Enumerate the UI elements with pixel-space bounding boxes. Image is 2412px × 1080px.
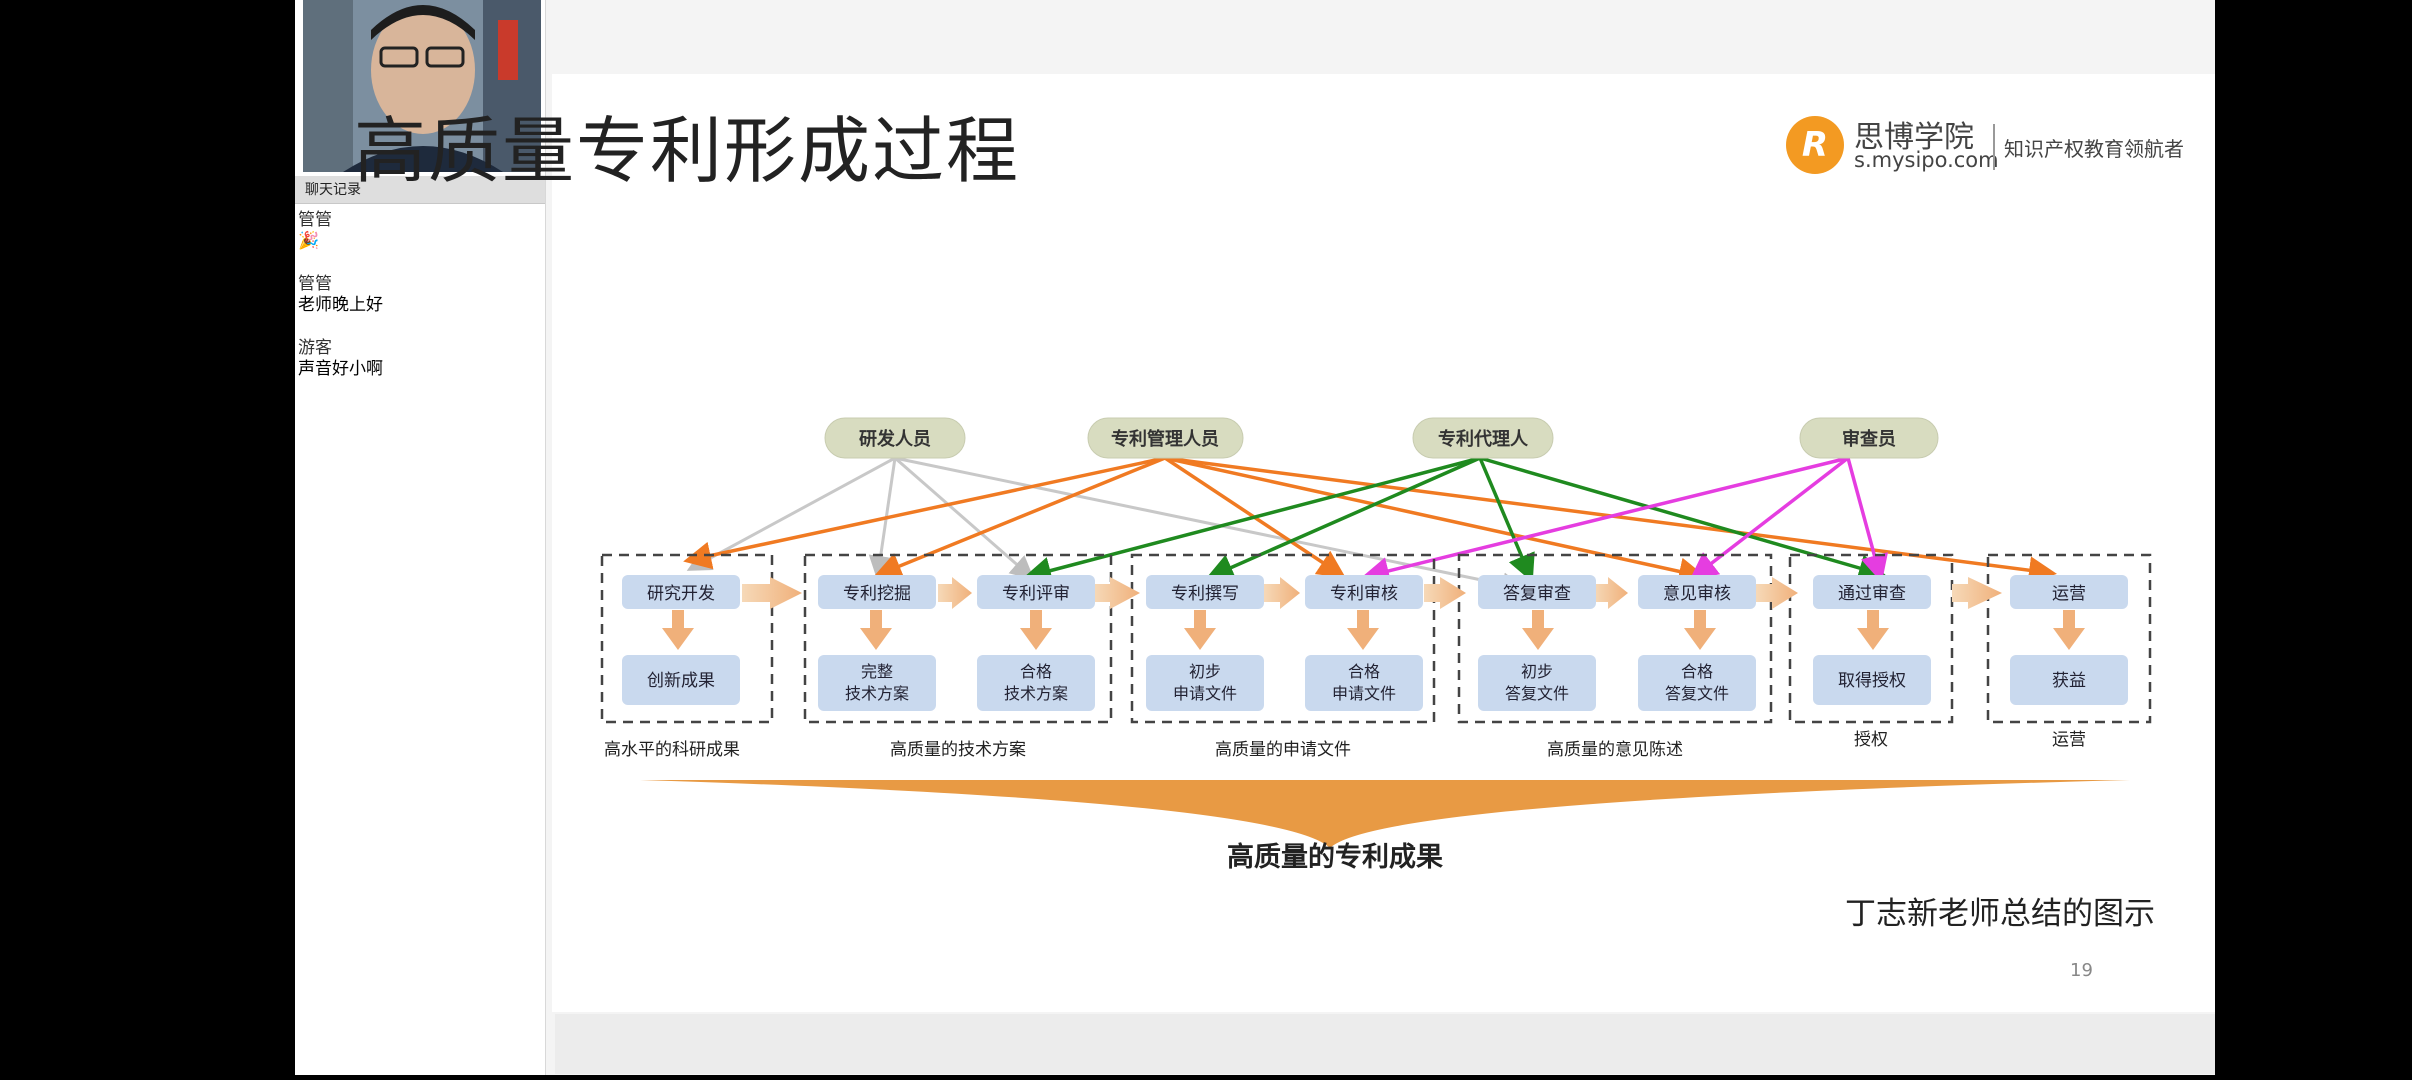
node-result: 完整 技术方案 bbox=[818, 655, 936, 711]
chat-list: 管管 🎉 管管 老师晚上好 游客 声音好小啊 bbox=[298, 210, 538, 402]
down-arrows bbox=[662, 610, 2085, 650]
result-label: 高质量的专利成果 bbox=[1227, 841, 1443, 872]
group-label: 高质量的技术方案 bbox=[890, 740, 1026, 759]
group-label: 授权 bbox=[1854, 730, 1888, 749]
node-label: 专利撰写 bbox=[1171, 584, 1239, 604]
webcam-video bbox=[303, 0, 541, 172]
logo-divider bbox=[1993, 124, 1995, 170]
node-result: 创新成果 bbox=[622, 655, 740, 705]
node-label: 申请文件 bbox=[1332, 684, 1396, 703]
node-label: 技术方案 bbox=[845, 684, 909, 703]
page-number: 19 bbox=[2070, 960, 2093, 981]
node-step: 专利审核 bbox=[1305, 575, 1423, 609]
role-examiner: 审查员 bbox=[1799, 417, 1939, 459]
node-result: 合格 技术方案 bbox=[977, 655, 1095, 711]
slide-canvas bbox=[552, 74, 2215, 1012]
node-result: 初步 申请文件 bbox=[1146, 655, 1264, 711]
node-result: 合格 答复文件 bbox=[1638, 655, 1756, 711]
group-label: 运营 bbox=[2052, 730, 2086, 749]
node-step: 专利撰写 bbox=[1146, 575, 1264, 609]
node-step: 研究开发 bbox=[622, 575, 740, 609]
result-arrow-band bbox=[640, 780, 2130, 848]
group-label: 高质量的申请文件 bbox=[1215, 740, 1351, 759]
node-result: 获益 bbox=[2010, 655, 2128, 705]
flow-arrows bbox=[742, 577, 2002, 609]
node-label: 答复审查 bbox=[1503, 584, 1571, 604]
chat-sender: 管管 bbox=[298, 210, 332, 230]
role-label: 专利管理人员 bbox=[1111, 428, 1219, 450]
bottom-toolbar bbox=[555, 1014, 2215, 1074]
logo-url: s.mysipo.com bbox=[1854, 148, 1999, 172]
node-label: 技术方案 bbox=[1004, 684, 1068, 703]
app-window: 聊天记录 管管 🎉 管管 老师晚上好 游客 声音好小啊 bbox=[295, 0, 2215, 1075]
step-nodes: 研究开发 创新成果 专利挖掘 完整 技术方案 专利评审 合格 技术方案 专利撰写 bbox=[622, 575, 2128, 711]
node-label: 合格 bbox=[1348, 662, 1380, 681]
group-label: 高水平的科研成果 bbox=[604, 740, 740, 759]
chat-message: 游客 声音好小啊 bbox=[298, 338, 538, 380]
node-label: 申请文件 bbox=[1173, 684, 1237, 703]
chat-text: 🎉 bbox=[298, 231, 320, 251]
node-result: 取得授权 bbox=[1813, 655, 1931, 705]
node-step: 运营 bbox=[2010, 575, 2128, 609]
logo-slogan: 知识产权教育领航者 bbox=[2004, 137, 2184, 161]
chat-message: 管管 🎉 bbox=[298, 210, 538, 252]
role-manager: 专利管理人员 bbox=[1087, 417, 1244, 459]
node-step: 通过审查 bbox=[1813, 575, 1931, 609]
node-label: 合格 bbox=[1681, 662, 1713, 681]
node-label: 意见审核 bbox=[1663, 584, 1731, 604]
node-result: 初步 答复文件 bbox=[1478, 655, 1596, 711]
node-label: 合格 bbox=[1020, 662, 1052, 681]
node-label: 答复文件 bbox=[1665, 684, 1729, 703]
group-label: 高质量的意见陈述 bbox=[1547, 740, 1683, 759]
role-agent: 专利代理人 bbox=[1412, 417, 1554, 459]
node-label: 运营 bbox=[2052, 584, 2086, 604]
chat-sender: 管管 bbox=[298, 274, 332, 294]
role-label: 审查员 bbox=[1842, 428, 1896, 450]
node-result: 合格 申请文件 bbox=[1305, 655, 1423, 711]
chat-header: 聊天记录 bbox=[295, 176, 545, 204]
node-label: 专利评审 bbox=[1002, 584, 1070, 604]
node-label: 通过审查 bbox=[1838, 584, 1906, 604]
node-label: 获益 bbox=[2052, 671, 2086, 691]
node-label: 专利审核 bbox=[1330, 584, 1398, 604]
node-label: 初步 bbox=[1189, 662, 1221, 681]
node-step: 答复审查 bbox=[1478, 575, 1596, 609]
node-label: 创新成果 bbox=[647, 671, 715, 691]
logo-mark-icon: R bbox=[1786, 116, 1844, 174]
node-label: 答复文件 bbox=[1505, 684, 1569, 703]
logo-name: 思博学院 bbox=[1854, 120, 1974, 155]
group-labels: 高水平的科研成果 高质量的技术方案 高质量的申请文件 高质量的意见陈述 授权 运… bbox=[604, 730, 2086, 759]
group-boxes bbox=[600, 553, 2152, 724]
role-researcher: 研发人员 bbox=[824, 417, 966, 459]
node-label: 完整 bbox=[861, 662, 893, 681]
role-label: 专利代理人 bbox=[1438, 428, 1529, 450]
slide-title: 高质量专利形成过程 bbox=[354, 109, 1021, 193]
node-label: 研究开发 bbox=[647, 584, 715, 604]
slide-caption: 丁志新老师总结的图示 bbox=[1845, 896, 2155, 932]
node-label: 取得授权 bbox=[1838, 671, 1906, 691]
chat-message: 管管 老师晚上好 bbox=[298, 274, 538, 316]
node-label: 初步 bbox=[1521, 662, 1553, 681]
node-step: 专利挖掘 bbox=[818, 575, 936, 609]
node-step: 意见审核 bbox=[1638, 575, 1756, 609]
node-step: 专利评审 bbox=[977, 575, 1095, 609]
left-panel: 聊天记录 管管 🎉 管管 老师晚上好 游客 声音好小啊 bbox=[295, 0, 546, 1075]
connection-arrows bbox=[683, 456, 2057, 597]
role-label: 研发人员 bbox=[859, 428, 931, 450]
chat-sender: 游客 bbox=[298, 338, 332, 358]
chat-text: 老师晚上好 bbox=[298, 295, 383, 315]
node-label: 专利挖掘 bbox=[843, 584, 911, 604]
chat-text: 声音好小啊 bbox=[298, 359, 383, 379]
